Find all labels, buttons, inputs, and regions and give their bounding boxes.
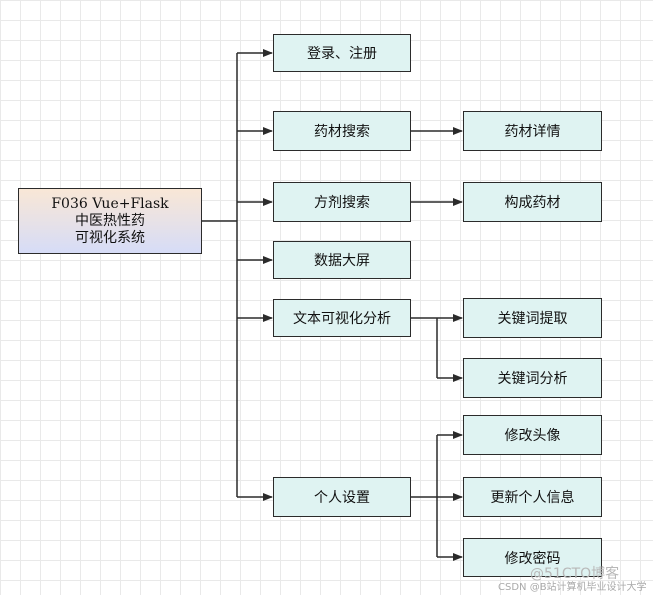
herb-search-node: 药材搜索	[273, 111, 411, 151]
formula-herbs-node: 构成药材	[463, 182, 602, 222]
update-info-node: 更新个人信息	[463, 477, 602, 517]
data-big-screen-node: 数据大屏	[273, 241, 411, 279]
formula-search-node: 方剂搜索	[273, 182, 411, 222]
edit-password-node: 修改密码	[463, 538, 602, 577]
root-node: F036 Vue+Flask 中医热性药 可视化系统	[18, 188, 202, 254]
root-line-2: 中医热性药	[75, 212, 145, 229]
root-line-1: F036 Vue+Flask	[51, 195, 169, 212]
login-register-node: 登录、注册	[273, 34, 411, 72]
keyword-analysis-node: 关键词分析	[463, 358, 602, 398]
herb-detail-node: 药材详情	[463, 111, 602, 151]
watermark-brand: @51CTO博客	[530, 566, 620, 582]
edit-avatar-node: 修改头像	[463, 415, 602, 455]
text-analysis-node: 文本可视化分析	[273, 299, 411, 337]
root-line-3: 可视化系统	[75, 229, 145, 246]
keyword-extract-node: 关键词提取	[463, 298, 602, 338]
watermark-credit: CSDN @B站计算机毕业设计大学	[498, 582, 647, 593]
personal-settings-node: 个人设置	[273, 477, 411, 517]
